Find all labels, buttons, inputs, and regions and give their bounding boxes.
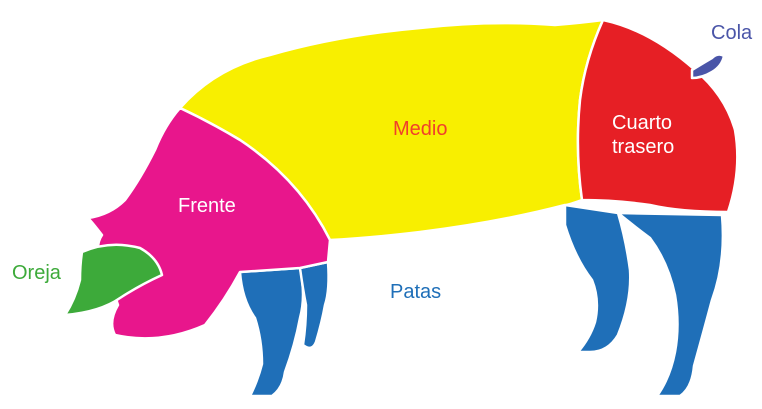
hind-leg-right: [618, 213, 723, 396]
hind-leg-left: [565, 205, 630, 352]
medio-label: Medio: [393, 118, 447, 140]
front-leg-left: [240, 268, 303, 396]
cola-region: [692, 54, 724, 78]
cola-label: Cola: [711, 22, 753, 44]
cuarto-trasero-label-line2: trasero: [612, 136, 674, 158]
oreja-label: Oreja: [12, 262, 62, 284]
front-leg-right: [300, 262, 329, 348]
cuarto-trasero-label-line1: Cuarto: [612, 112, 672, 134]
frente-label: Frente: [178, 195, 236, 217]
patas-label: Patas: [390, 281, 441, 303]
